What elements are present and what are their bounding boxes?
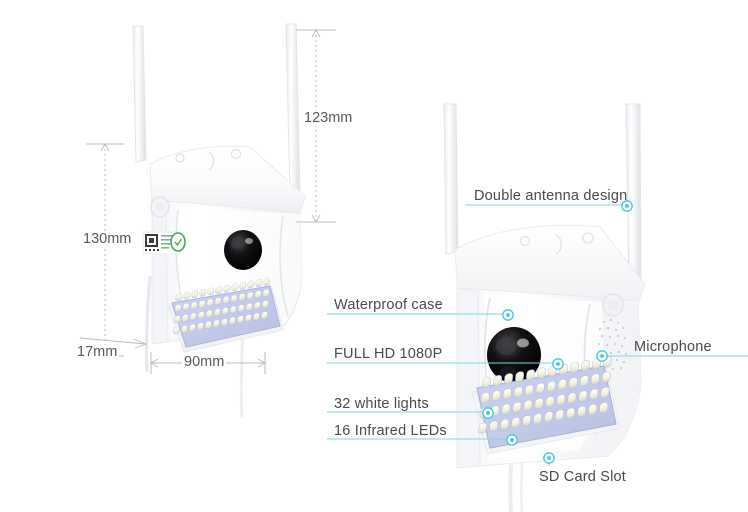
callout-label-double-antenna-design: Double antenna design [474, 188, 628, 204]
callout-label-sd-card-slot: SD Card Slot [539, 469, 627, 485]
camera-lens [487, 327, 541, 383]
camera-lens [224, 230, 262, 270]
marker-sd-card-slot [543, 452, 555, 464]
antenna-left [132, 25, 147, 163]
qr-code-sticker [142, 231, 186, 255]
led-floodlight-panel [471, 356, 621, 455]
dimension-label-depth: 17mm [75, 344, 120, 360]
marker-32-white-lights [482, 407, 494, 419]
dimension-123mm-line [296, 29, 336, 223]
callout-markers [482, 200, 633, 464]
callout-label-full-hd-1080p: FULL HD 1080P [334, 346, 443, 362]
callout-label-waterproof-case: Waterproof case [334, 297, 443, 313]
callout-leader-lines [327, 204, 748, 466]
marker-full-hd-1080p [552, 358, 564, 370]
marker-double-antenna-design [621, 200, 633, 212]
callout-label-32-white-lights: 32 white lights [334, 396, 429, 412]
right-camera-unit [443, 103, 646, 512]
marker-microphone [596, 350, 608, 362]
left-camera-unit [132, 23, 306, 419]
dimension-label-width: 90mm [182, 354, 227, 370]
callout-label-16-infrared-leds: 16 Infrared LEDs [334, 423, 447, 439]
dimension-label-height-total: 130mm [81, 231, 134, 247]
dimension-17mm-line [79, 337, 148, 349]
led-floodlight-panel [167, 277, 284, 353]
marker-waterproof-case [502, 309, 514, 321]
callout-label-microphone: Microphone [634, 339, 712, 355]
marker-16-infrared-leds [506, 434, 518, 446]
dimension-label-antenna-height: 123mm [302, 110, 355, 126]
